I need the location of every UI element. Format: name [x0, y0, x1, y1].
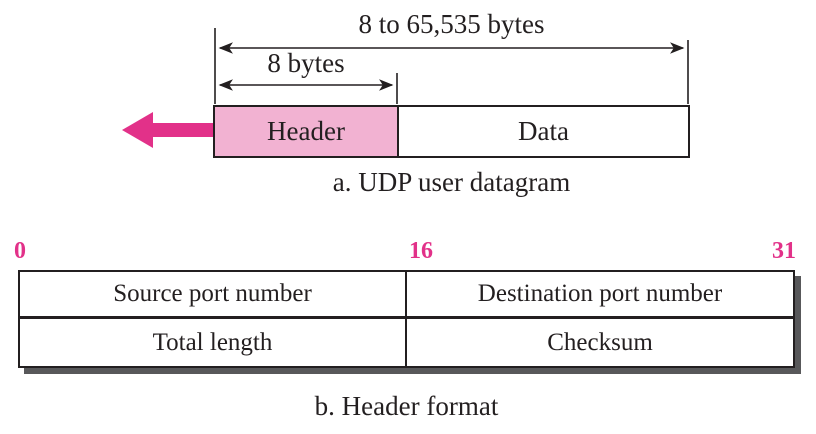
datagram-box: Header Data — [213, 105, 690, 158]
data-cell: Data — [399, 107, 688, 156]
cell-checksum: Checksum — [547, 328, 653, 356]
total-size-label: 8 to 65,535 bytes — [358, 9, 545, 39]
bit-label-0: 0 — [14, 238, 26, 264]
header-cell: Header — [215, 107, 399, 156]
left-arrow-icon — [122, 112, 215, 148]
bit-label-16: 16 — [409, 238, 433, 264]
header-format-table: Source port number Destination port numb… — [18, 270, 795, 368]
cell-destination-port: Destination port number — [407, 272, 793, 319]
cell-source-port: Source port number — [20, 272, 407, 319]
header-size-label: 8 bytes — [267, 48, 345, 78]
caption-udp-datagram: a. UDP user datagram — [332, 167, 571, 197]
caption-header-format: b. Header format — [314, 391, 499, 421]
bit-label-31: 31 — [772, 238, 796, 264]
cell-total-length: Total length — [20, 319, 407, 366]
